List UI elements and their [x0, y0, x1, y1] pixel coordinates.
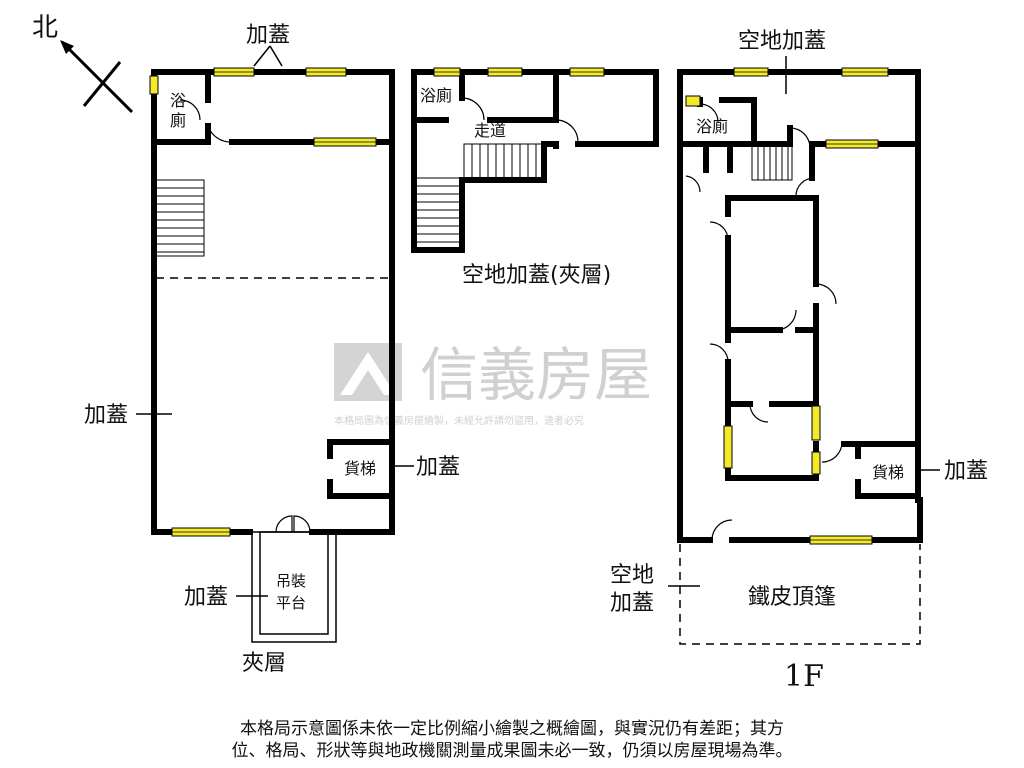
middle-caption: 空地加蓋(夾層) — [462, 263, 611, 288]
watermark-notice: 本格局圖為信義房屋繪製，未經允許請勿盜用，違者必究 — [334, 414, 584, 427]
left-top-room-label: 加蓋 — [246, 23, 290, 48]
open-area-label-1: 空地 — [610, 563, 654, 588]
disclaimer: 本格局示意圖係未依一定比例縮小繪製之概繪圖，與實況仍有差距；其方 位、格局、形狀… — [0, 718, 1024, 762]
windows-right — [685, 67, 889, 545]
stairs-right — [751, 145, 793, 181]
left-main-area-label: 加蓋 — [84, 403, 128, 428]
right-top-label: 空地加蓋 — [738, 29, 826, 54]
corridor-label: 走道 — [474, 121, 506, 140]
platform-side-label: 加蓋 — [184, 585, 228, 610]
disclaimer-line-2: 位、格局、形狀等與地政機關測量成果圖未必一致，仍須以房屋現場為準。 — [231, 741, 793, 761]
left-bath-label-1: 浴 — [170, 91, 186, 110]
left-lift-side-label: 加蓋 — [416, 455, 460, 480]
stairs-left — [155, 179, 205, 257]
right-plan: 空地加蓋 浴廁 貨梯 加蓋 空地 加蓋 鐵皮頂篷 1F — [610, 29, 988, 694]
canopy-label: 鐵皮頂篷 — [748, 585, 836, 610]
middle-bath-label: 浴廁 — [420, 86, 452, 105]
windows-middle — [433, 67, 605, 77]
platform-label-2: 平台 — [276, 594, 306, 612]
compass-label: 北 — [32, 13, 58, 43]
right-lift-side-label: 加蓋 — [944, 459, 988, 484]
north-arrow: 北 — [32, 13, 134, 114]
left-bath-label-2: 廁 — [170, 111, 186, 130]
watermark-brand: 信義房屋 — [420, 341, 652, 409]
right-floor-label: 1F — [784, 659, 824, 694]
right-lift-label: 貨梯 — [872, 463, 904, 482]
arrow-head-icon — [60, 40, 74, 54]
left-plan: 加蓋 浴 廁 加蓋 貨梯 加蓋 吊裝 平台 加蓋 夾層 — [84, 23, 460, 676]
stairs-middle — [415, 143, 543, 249]
platform-label-1: 吊裝 — [276, 572, 306, 590]
left-lift-label: 貨梯 — [344, 459, 376, 478]
disclaimer-line-1: 本格局示意圖係未依一定比例縮小繪製之概繪圖，與實況仍有差距；其方 — [240, 719, 784, 739]
open-area-label-2: 加蓋 — [610, 591, 654, 616]
left-floor-label: 夾層 — [242, 651, 286, 676]
watermark: 信義房屋 本格局圖為信義房屋繪製，未經允許請勿盜用，違者必究 — [334, 341, 652, 427]
right-bath-label: 浴廁 — [696, 117, 728, 136]
middle-plan: 浴廁 走道 空地加蓋(夾層) — [411, 67, 659, 288]
windows-left — [149, 67, 377, 537]
